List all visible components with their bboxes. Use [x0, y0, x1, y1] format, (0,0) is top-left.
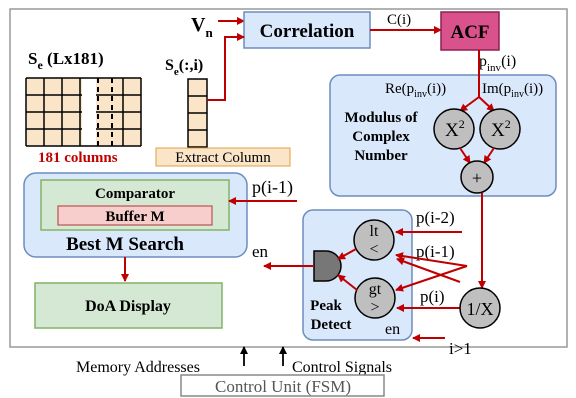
control-signals-label: Control Signals [292, 359, 392, 376]
p-i-to-lt-arrow [396, 257, 461, 283]
ci-label: C(i) [387, 12, 411, 28]
extract-column-label: Extract Column [175, 150, 271, 166]
extract-column-box[interactable] [155, 147, 291, 167]
p-im2-label: p(i-2) [416, 208, 455, 227]
pinv-label: pinv(i) [479, 53, 516, 74]
acf-block[interactable] [440, 11, 500, 51]
buffer-m-label: Buffer M [105, 209, 164, 225]
sum-node[interactable] [460, 160, 494, 194]
acf-label: ACF [450, 22, 489, 43]
square-re-label: X2 [445, 117, 465, 141]
inverse-label: 1/X [467, 299, 494, 319]
inverse-node[interactable] [459, 287, 501, 329]
comparator-label: Comparator [95, 186, 175, 202]
lt-to-and-arrow [337, 248, 357, 260]
sum-label: + [472, 168, 482, 188]
gt-comparator[interactable] [354, 277, 396, 319]
doa-display-label: DoA Display [85, 298, 171, 315]
lt-label: lt [370, 223, 379, 240]
buffer-m-box[interactable] [57, 205, 213, 226]
modulus-title-1: Modulus of [345, 110, 419, 126]
matrix-grid [25, 77, 142, 147]
lt-comparator[interactable] [353, 219, 395, 261]
control-unit-box[interactable] [180, 374, 385, 397]
split-right-arrow [478, 96, 495, 112]
best-input-label: p(i-1) [252, 177, 293, 198]
square-re-node[interactable] [433, 108, 475, 150]
square-im-label: X2 [491, 117, 511, 141]
peak-en-label: en [385, 321, 400, 338]
split-left-arrow [459, 96, 480, 112]
p-im1-label: p(i-1) [416, 242, 455, 261]
and-gate [313, 250, 342, 282]
gt-label: gt [369, 281, 382, 298]
p-im1-to-gt-arrow [395, 265, 468, 292]
matrix-title: Se (Lx181) [28, 49, 104, 72]
vn-label: Vn [191, 14, 213, 40]
best-m-title: Best M Search [66, 234, 184, 255]
sq-re-to-sum-arrow [459, 147, 471, 164]
control-unit-label: Control Unit (FSM) [215, 377, 351, 396]
lt-symbol: < [369, 241, 378, 258]
correlation-block[interactable] [243, 11, 371, 49]
gt-symbol: > [370, 299, 379, 316]
modulus-title-3: Number [354, 148, 408, 164]
re-label: Re(pinv(i)) [385, 81, 446, 100]
p-im1-to-lt-arrow [395, 252, 468, 267]
p-i-label: p(i) [420, 287, 445, 306]
peak-title-1: Peak [310, 298, 342, 314]
modulus-title-2: Complex [352, 129, 410, 145]
best-en-label: en [252, 242, 269, 261]
columns-label: 181 columns [38, 150, 118, 166]
doa-display-box[interactable] [34, 282, 223, 329]
peak-title-2: Detect [311, 317, 352, 333]
extracted-column [187, 78, 208, 148]
gt-to-and-arrow [337, 274, 358, 291]
column-title: Se(:,i) [165, 57, 203, 78]
cond-label: i>1 [449, 339, 472, 358]
square-im-node[interactable] [479, 108, 521, 150]
column-to-correlation-arrow [207, 33, 245, 101]
correlation-label: Correlation [260, 21, 355, 42]
memory-addresses-label: Memory Addresses [76, 359, 200, 376]
sq-im-to-sum-arrow [483, 147, 495, 164]
im-label: Im(pinv(i)) [482, 81, 543, 100]
